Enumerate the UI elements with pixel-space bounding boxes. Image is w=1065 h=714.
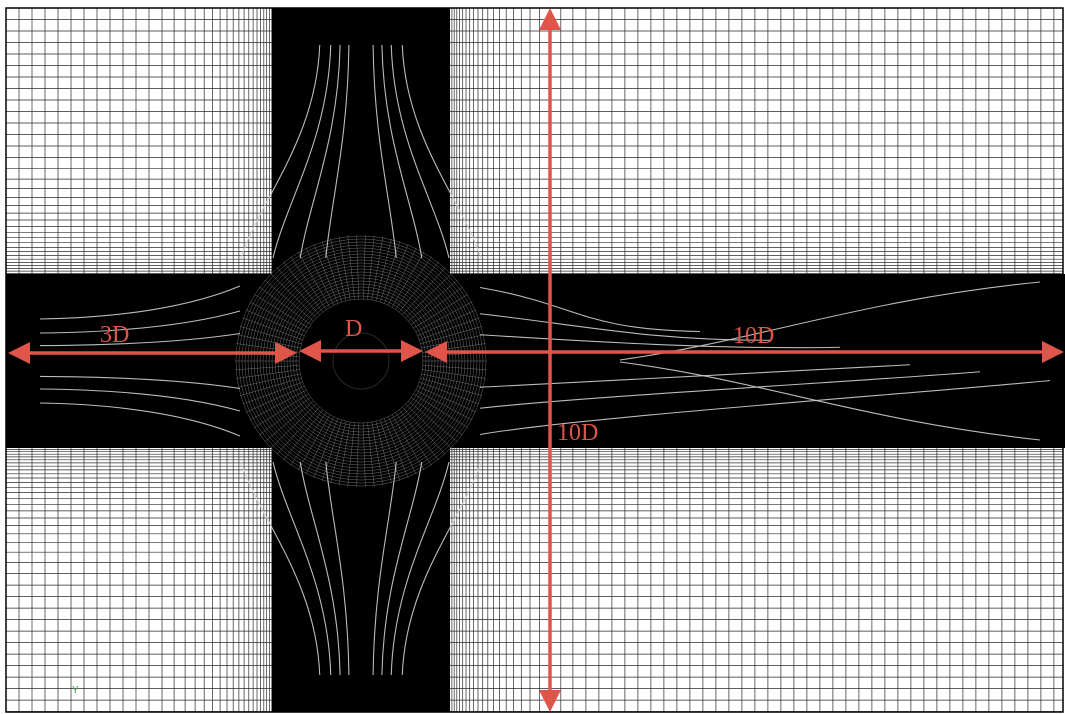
dimension-arrows — [8, 8, 1064, 712]
downstream-length-arrow — [425, 341, 1064, 363]
y-axis-marker: Y — [72, 685, 79, 696]
diameter-label: D — [345, 316, 362, 342]
domain-height-label: 10D — [557, 420, 598, 446]
diameter-arrow — [299, 340, 423, 362]
streamlines — [39, 44, 1051, 676]
domain-height-arrow — [539, 8, 561, 712]
upstream-length-arrow — [8, 342, 297, 364]
cylinder-refinement-region — [235, 235, 487, 487]
downstream-length-label: 10D — [733, 323, 774, 349]
upstream-length-label: 3D — [100, 322, 129, 348]
horizontal-dense-band — [6, 274, 1065, 448]
